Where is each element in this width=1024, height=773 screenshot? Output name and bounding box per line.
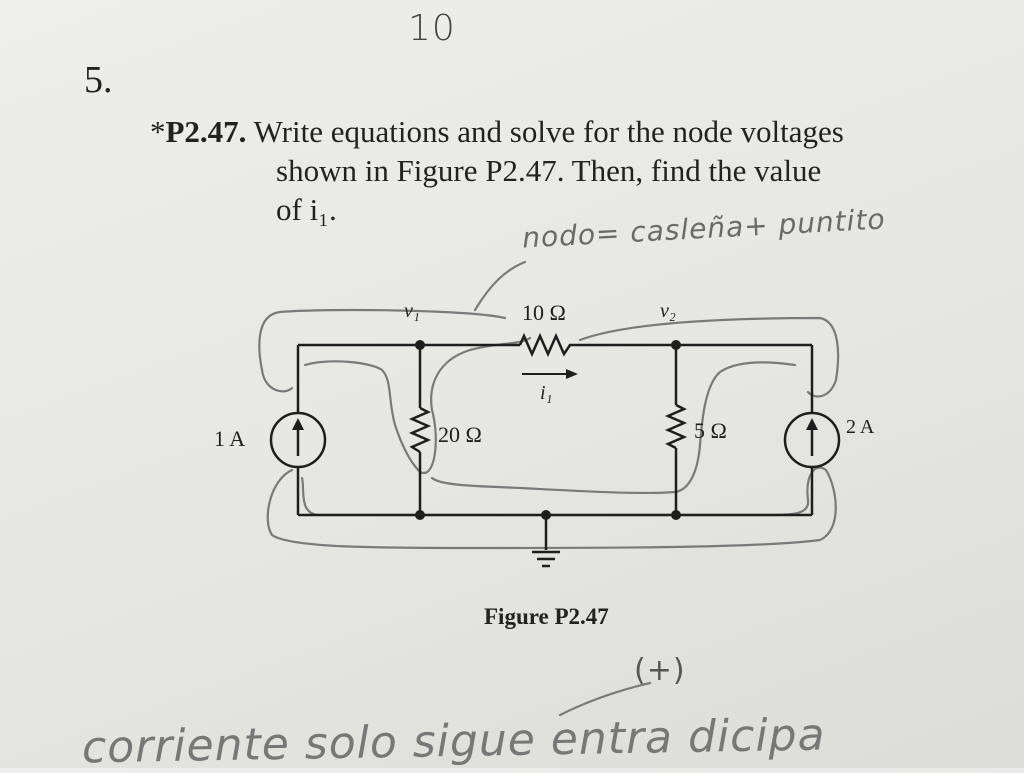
current-source-left-circle (269, 411, 327, 469)
figure-caption: Figure P2.47 (484, 604, 609, 629)
problem-line-1: *P2.47. Write equations and solve for th… (150, 112, 950, 151)
node-dot-v2 (671, 340, 681, 350)
current-label-i1: i₁ (540, 382, 553, 404)
resistors (408, 332, 688, 454)
resistor-5-ohm-label: 5 Ω (694, 418, 727, 443)
resistor-10-ohm-symbol (518, 332, 574, 358)
current-source-right-circle (783, 411, 841, 469)
node-dot-bottom-left (415, 510, 425, 520)
node-label-v2: v₂ (660, 300, 676, 322)
nodo-pointer-stroke (473, 260, 527, 312)
ground-node-outline (266, 466, 837, 550)
problem-id: P2.47. (165, 114, 247, 149)
handwritten-plus-mark: (+) (634, 653, 686, 688)
node-dots (415, 340, 681, 520)
node-label-v1: v₁ (404, 300, 420, 322)
current-source-right-arrow-head (806, 418, 818, 430)
circuit-wires (296, 343, 814, 550)
current-arrow-i1 (522, 369, 578, 379)
problem-line-1-text: Write equations and solve for the node v… (253, 114, 844, 149)
node-dot-bottom-right (671, 510, 681, 520)
problem-statement: *P2.47. Write equations and solve for th… (150, 112, 950, 229)
current-source-right (783, 411, 841, 469)
resistor-5-ohm-symbol (664, 403, 688, 450)
problem-line-3: of i₁. (276, 192, 337, 227)
plus-underline-stroke (558, 681, 652, 717)
node-dot-ground (541, 510, 551, 520)
current-source-right-label: 2 A (846, 416, 875, 438)
current-source-left (269, 411, 327, 469)
problem-number: 5. (84, 59, 113, 101)
resistor-20-ohm-symbol (408, 406, 432, 454)
hand-drawn-node-outlines (258, 260, 840, 717)
node-v2-outline (430, 316, 840, 495)
node-v1-outline (258, 308, 532, 475)
handwritten-page-number: 10 (408, 8, 456, 49)
resistor-10-ohm-label: 10 Ω (522, 300, 566, 325)
resistor-20-ohm-label: 20 Ω (438, 422, 482, 447)
node-dot-v1 (415, 340, 425, 350)
ground-symbol (532, 550, 560, 568)
current-source-left-arrow-head (292, 418, 304, 430)
problem-line-2: shown in Figure P2.47. Then, find the va… (276, 153, 822, 188)
current-arrow-head (566, 369, 578, 379)
problem-star: * (150, 114, 166, 149)
current-source-left-label: 1 A (214, 426, 246, 451)
